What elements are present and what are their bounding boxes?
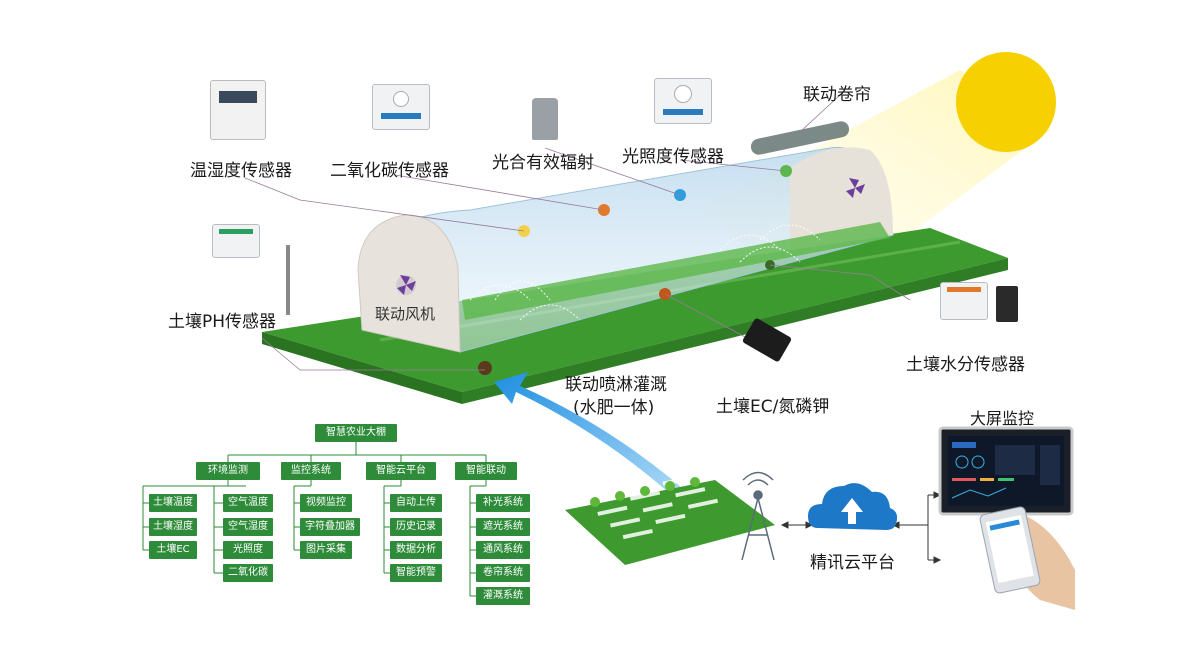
temp-humidity-label: 温湿度传感器	[190, 161, 292, 181]
tree-root: 智慧农业大棚	[315, 424, 397, 442]
soil-ph-probe-icon	[286, 245, 290, 315]
tree-item: 字符叠加器	[300, 518, 360, 536]
tree-item: 历史记录	[390, 518, 442, 536]
light-label: 光照度传感器	[622, 147, 724, 167]
greenhouse-back-wall	[790, 147, 893, 250]
tree-item: 视频监控	[300, 494, 352, 512]
sprinkler-dot	[478, 361, 492, 375]
soil-moisture-probe-icon	[996, 286, 1018, 322]
tree-item: 二氧化碳	[223, 564, 273, 582]
tree-item: 遮光系统	[476, 518, 530, 536]
mobile-phone-icon	[979, 506, 1075, 610]
tree-item: 空气湿度	[223, 518, 273, 536]
roller-label: 联动卷帘	[803, 85, 871, 105]
fan-icon	[396, 275, 416, 295]
soil-ph-label: 土壤PH传感器	[168, 312, 277, 332]
big-screen-label: 大屏监控	[970, 409, 1035, 428]
temp-humidity-sensor-icon	[210, 80, 266, 140]
cloud-platform-label: 精讯云平台	[810, 553, 895, 573]
co2-sensor-icon	[372, 84, 430, 130]
data-flow-arrow	[494, 372, 705, 512]
leader-lines	[244, 94, 911, 371]
fan-label: 联动风机	[375, 305, 436, 323]
antenna-tower-icon	[741, 471, 775, 561]
cloud-icon	[808, 483, 898, 530]
tree-item: 补光系统	[476, 494, 530, 512]
soil-ph-sensor-icon	[212, 224, 260, 258]
tree-item: 数据分析	[390, 541, 442, 559]
field-ground	[262, 228, 1008, 392]
field-plots	[565, 475, 775, 565]
tree-item: 通风系统	[476, 541, 530, 559]
light-sensor-icon	[654, 78, 712, 124]
tree-category-cloud: 智能云平台	[366, 462, 436, 480]
tree-item: 图片采集	[300, 541, 352, 559]
link-arrows	[780, 491, 942, 564]
par-label: 光合有效辐射	[492, 153, 594, 173]
tree-item: 空气温度	[223, 494, 273, 512]
tree-item: 卷帘系统	[476, 564, 530, 582]
tree-item: 灌溉系统	[476, 587, 530, 605]
tree-item: 光照度	[223, 541, 273, 559]
roller-shade-pipe	[750, 121, 850, 155]
sun-icon	[956, 52, 1056, 152]
soil-moisture-sensor-icon	[940, 282, 988, 320]
tree-item: 土壤温度	[149, 494, 197, 512]
tree-item: 土壤EC	[149, 541, 197, 559]
par-sensor-icon	[532, 98, 558, 140]
tree-item: 智能预警	[390, 564, 442, 582]
tree-category-linkage: 智能联动	[455, 462, 517, 480]
tree-item: 自动上传	[390, 494, 442, 512]
tree-category-env: 环境监测	[196, 462, 260, 480]
sprinkler-arcs	[469, 224, 821, 321]
fan-icon	[846, 178, 865, 198]
sprinkler-label: 联动喷淋灌溉	[565, 375, 667, 395]
tree-category-monitor: 监控系统	[281, 462, 341, 480]
tree-lines	[142, 442, 487, 597]
sprinkler-sub-label: (水肥一体)	[573, 398, 655, 418]
soil-ec-label: 土壤EC/氮磷钾	[716, 397, 830, 417]
tree-item: 土壤湿度	[149, 518, 197, 536]
co2-label: 二氧化碳传感器	[330, 161, 449, 181]
soil-moisture-label: 土壤水分传感器	[906, 355, 1025, 375]
